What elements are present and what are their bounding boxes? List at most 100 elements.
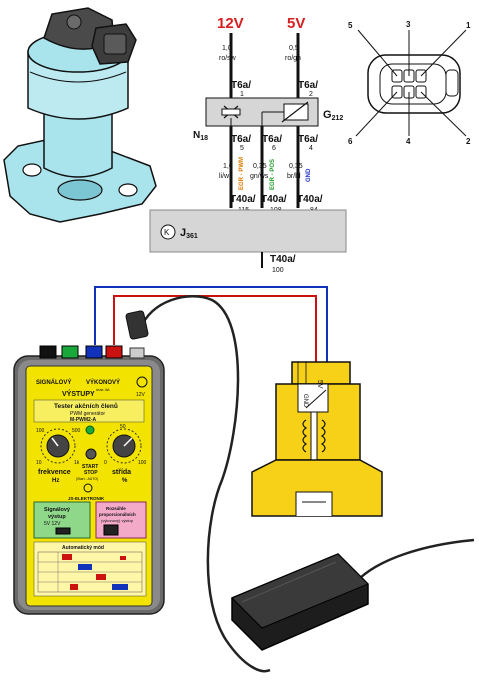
blue-lead [94,286,328,375]
wiring-schematic: 12V 5V 1,0 ro/sw 0,5 ro/gn T6a/ 1 T6a/ 2 [149,15,347,274]
brand-name: JS-ELEKTRONIK [68,496,105,501]
left-output-header: SIGNÁLOVÝ [36,379,71,386]
stop-label: STOP [84,470,98,476]
tester-title: Tester akčních členů [54,402,118,410]
ecu-conn-84: T40a/ [297,194,323,205]
ecu-symbol-letter: K [164,228,170,237]
wire2-color: ro/gn [285,55,301,62]
mid-conn-4: T6a/ [298,134,318,145]
auto-mode-grid [37,551,143,593]
top-conn-1: T6a/ [231,80,251,91]
supply-5v-label: 5V [287,15,305,32]
duty-cycle-knob[interactable] [106,428,142,464]
right-output-sub: max 4A [96,387,110,392]
valve-base [251,459,383,517]
outputs-title: VÝSTUPY [62,389,95,398]
duty-label: střída [112,469,131,476]
out2-size: 0,35 [253,163,267,170]
component-n18-label: N18 [193,130,208,142]
ecu-conn-108: T40a/ [261,194,287,205]
tester-model: M-PWM2-A [70,417,96,423]
ecu-pin-100: 100 [272,267,284,274]
valve-gnd-tag: GND [302,394,308,408]
socket-black[interactable] [39,345,57,359]
prop-box-title3: (výkonový) výstup [101,518,134,523]
ecu-label: J361 [180,227,198,240]
freq-label: frekvence [38,469,71,476]
pinout-label-5: 5 [348,21,353,30]
freq-scale-2: 10 [36,460,42,466]
freq-unit: Hz [52,478,59,484]
signal-voltage-switch[interactable] [55,527,71,535]
pinout-label-1: 1 [466,21,471,30]
top-pin-2: 2 [309,91,313,98]
egr-valve-cutaway: 5V GND [251,361,383,517]
valve-voltage-tag: 5V [316,380,323,389]
mid-conn-5: T6a/ [231,134,251,145]
sig-box-title: Signálový [44,507,71,513]
sig-pwm-tag: EGR - PWM [239,157,245,190]
power-in-label: 12V [136,392,146,398]
out3-color: br/bl [287,173,301,180]
sig-gnd-tag: GND [306,168,312,182]
start-label: START [82,464,98,470]
socket-green[interactable] [61,345,79,359]
tester-subtitle: PWM generátor [70,411,105,417]
adapter-cable [359,538,475,579]
duty-scale-0: 0 [104,460,107,466]
ecu-box [149,209,347,253]
potentiometer-symbol [281,101,309,123]
duty-scale-4: 100 [138,460,147,466]
status-led [85,425,95,435]
prop-box-title2: proporcionálních [99,512,136,517]
socket-blue[interactable] [85,345,103,359]
test-leads [94,286,328,673]
out1-size: 1,0 [223,163,233,170]
prop-box-title: Rozsáhle [106,506,126,511]
frequency-knob[interactable] [40,428,76,464]
pinout-label-6: 6 [348,137,353,146]
ecu-conn-100: T40a/ [270,254,296,265]
sig-box-title2: výstup [48,514,66,520]
wire2-size: 0,5 [289,45,299,52]
power-jack[interactable] [129,347,145,359]
pinout-label-2: 2 [466,137,471,146]
valve-coil [302,419,326,453]
ecu-conn-115: T40a/ [230,194,256,205]
out3-size: 0,35 [289,163,303,170]
cable-plug [125,310,149,340]
mid-pin-5: 5 [240,145,244,152]
freq-scale-0: 100 [36,428,45,434]
egr-valve-illustration [3,7,157,223]
top-pin-1: 1 [240,91,244,98]
wire1-color: ro/sw [219,55,237,62]
tester-device: SIGNÁLOVÝ VÝKONOVÝ max 4A VÝSTUPY 12V Te… [13,345,165,615]
brand-logo [83,483,93,493]
freq-scale-1: 500 [72,428,81,434]
pinout-label-3: 3 [406,20,411,29]
out2-color: gn/ws [250,173,269,180]
start-stop-button[interactable] [85,448,97,460]
red-lead [113,295,317,375]
supply-12v-label: 12V [217,15,244,32]
mid-conn-6: T6a/ [262,134,282,145]
start-sub: (Start - AUTO) [76,477,98,481]
power-adapter [231,538,475,651]
connector-pinout: 5 3 1 6 4 2 [348,20,471,146]
sig-box-volt: 5V 12V [44,521,61,527]
duty-scale-2: 50 [120,424,126,430]
duty-unit: % [122,478,128,484]
power-output-switch[interactable] [103,524,119,536]
right-output-header: VÝKONOVÝ [86,379,120,386]
black-cable [138,295,271,673]
out1-color: li/ws [219,173,233,180]
power-in-icon [136,376,148,388]
mid-pin-4: 4 [309,145,313,152]
top-conn-2: T6a/ [298,80,318,91]
socket-red[interactable] [105,345,123,359]
freq-scale-3: 1k [74,460,80,466]
wire1-size: 1,0 [222,45,232,52]
component-g212-label: G212 [323,109,343,122]
mid-pin-6: 6 [272,145,276,152]
